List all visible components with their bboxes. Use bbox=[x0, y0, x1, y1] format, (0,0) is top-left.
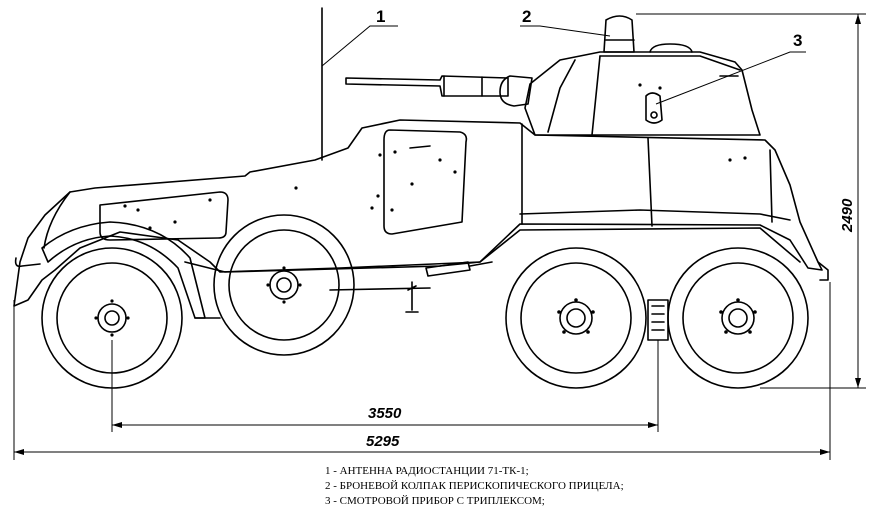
front-armor-line bbox=[43, 191, 71, 249]
hull-side-tool-handle bbox=[469, 261, 493, 267]
callout-3-leader bbox=[655, 51, 806, 105]
hull-skirt bbox=[184, 227, 801, 273]
rear-wheel-front bbox=[505, 247, 647, 389]
door-handle bbox=[409, 145, 431, 149]
turret-hatch bbox=[649, 43, 693, 53]
jack-stand bbox=[405, 281, 419, 313]
legend: 1 - АНТЕННА РАДИОСТАНЦИИ 71-ТК-1; 2 - БР… bbox=[325, 464, 624, 509]
turret-seam bbox=[591, 55, 601, 136]
gun-mantlet bbox=[499, 75, 533, 107]
legend-item-periscope-cap: 2 - БРОНЕВОЙ КОЛПАК ПЕРИСКОПИЧЕСКОГО ПРИ… bbox=[325, 480, 624, 492]
dimension-arrows bbox=[14, 14, 861, 455]
callout-1-label: 1 bbox=[376, 7, 385, 26]
triplex-lens bbox=[650, 111, 658, 119]
main-gun-barrel bbox=[345, 75, 509, 97]
callout-1-leader bbox=[321, 25, 398, 67]
triplex-viewer bbox=[645, 92, 663, 124]
wheelbase-dimension-value: 3550 bbox=[368, 405, 402, 422]
hull-seam bbox=[769, 149, 773, 223]
callout-3-label: 3 bbox=[793, 31, 802, 50]
height-dimension-value: 2490 bbox=[839, 198, 856, 233]
callout-2-label: 2 bbox=[522, 7, 531, 26]
rivets bbox=[123, 83, 747, 230]
turret-outline bbox=[524, 51, 761, 136]
driver-vision-hatch bbox=[99, 191, 229, 241]
legend-item-antenna: 1 - АНТЕННА РАДИОСТАНЦИИ 71-ТК-1; bbox=[325, 465, 529, 477]
rear-bogie bbox=[647, 299, 669, 341]
legend-item-triplex-viewer: 3 - СМОТРОВОЙ ПРИБОР С ТРИПЛЕКСОМ; bbox=[325, 495, 545, 507]
dimension-lines bbox=[13, 13, 866, 460]
callout-2-leader bbox=[520, 25, 611, 37]
front-fender bbox=[41, 221, 206, 319]
side-door bbox=[383, 129, 468, 235]
second-wheel bbox=[213, 214, 355, 356]
rear-wheel-back bbox=[667, 247, 809, 389]
length-dimension-value: 5295 bbox=[366, 433, 400, 450]
turret-top-seam bbox=[599, 55, 741, 71]
front-hook bbox=[14, 257, 41, 268]
fender-rail bbox=[519, 209, 791, 221]
rear-tow-hook bbox=[817, 261, 829, 281]
hull-side-tool bbox=[425, 261, 471, 277]
wheel-bolts bbox=[94, 266, 757, 337]
turret-front-plate bbox=[547, 59, 576, 133]
hull-seam bbox=[647, 137, 653, 227]
periscope-cap bbox=[603, 15, 635, 53]
